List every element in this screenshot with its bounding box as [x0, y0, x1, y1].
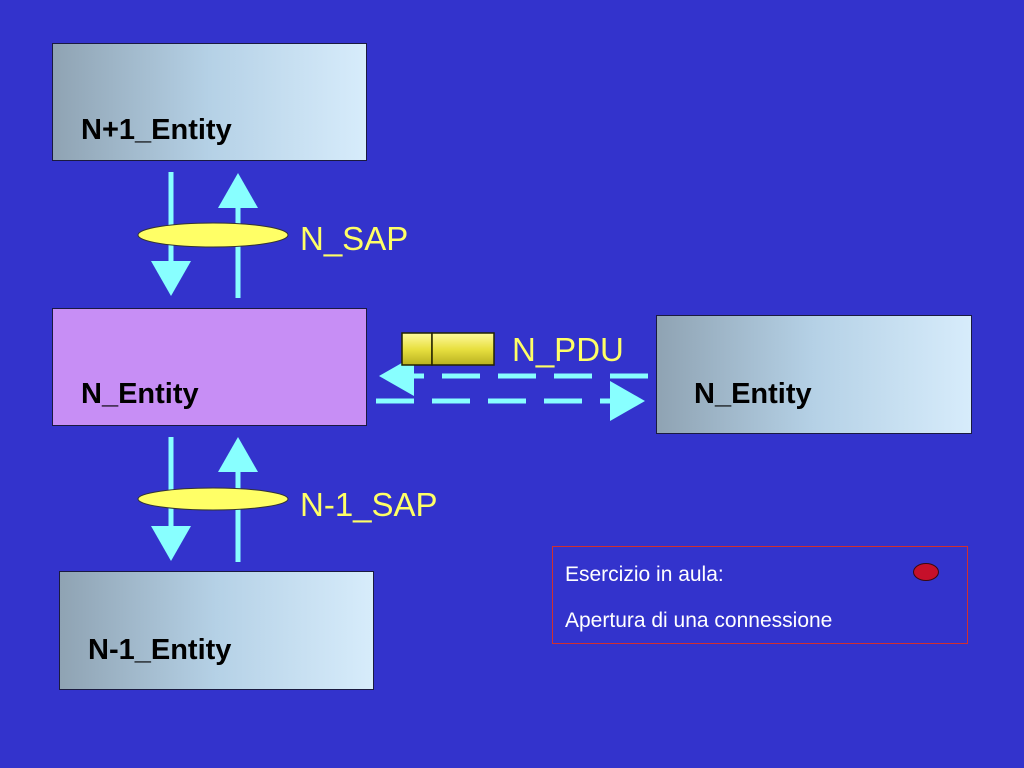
middle-entity-box: N_Entity	[52, 308, 367, 426]
action-button-icon[interactable]	[913, 563, 939, 581]
peer-entity-box: N_Entity	[656, 315, 972, 434]
upper-entity-box: N+1_Entity	[52, 43, 367, 161]
n1-sap-ellipse	[137, 487, 289, 511]
exercise-subtitle: Apertura di una connessione	[565, 609, 833, 632]
exercise-title: Esercizio in aula:	[565, 563, 724, 586]
n-pdu-block	[401, 332, 495, 366]
lower-entity-label: N-1_Entity	[88, 634, 232, 666]
lower-entity-box: N-1_Entity	[59, 571, 374, 690]
n-pdu-label: N_PDU	[512, 331, 624, 368]
exercise-box: Esercizio in aula: Apertura di una conne…	[552, 546, 968, 644]
middle-entity-label: N_Entity	[81, 378, 199, 410]
upper-entity-label: N+1_Entity	[81, 114, 232, 146]
n-sap-ellipse	[137, 222, 289, 248]
n1-sap-label: N-1_SAP	[300, 486, 438, 523]
peer-entity-label: N_Entity	[694, 378, 812, 410]
n-sap-label: N_SAP	[300, 220, 409, 257]
